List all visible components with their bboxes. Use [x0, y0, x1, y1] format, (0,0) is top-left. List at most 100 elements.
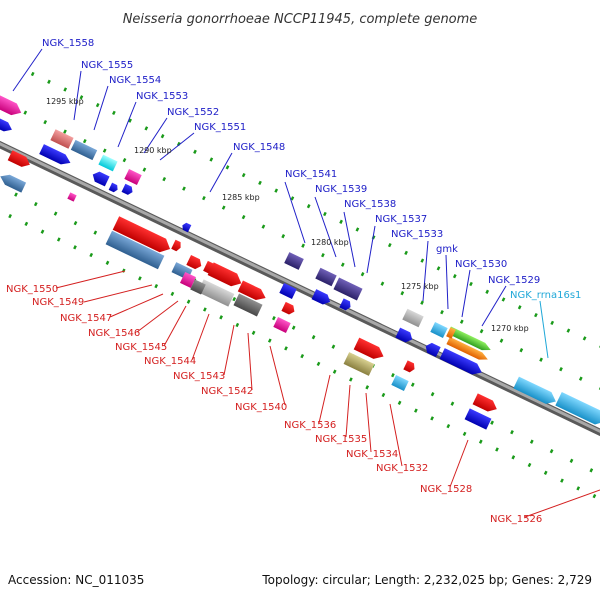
tick-mark: [73, 245, 77, 250]
gene-label[interactable]: NGK_1545: [115, 342, 167, 353]
gene-label[interactable]: NGK_1526: [490, 514, 542, 525]
gene-arrow[interactable]: [281, 301, 296, 316]
gene-label[interactable]: NGK_1529: [488, 275, 540, 286]
gene-arrow[interactable]: [171, 239, 183, 252]
gene-label[interactable]: gmk: [436, 244, 458, 255]
tick-mark: [578, 376, 583, 381]
tick-mark: [219, 315, 223, 320]
gene-arrow[interactable]: [391, 375, 409, 391]
gene-label[interactable]: NGK_1547: [60, 313, 112, 324]
gene-arrow[interactable]: [311, 289, 333, 307]
gene-arrow[interactable]: [179, 271, 197, 289]
gene-label[interactable]: NGK_rrna16s1: [510, 290, 581, 301]
gene-label[interactable]: NGK_1553: [136, 91, 188, 102]
gene-arrow[interactable]: [39, 144, 73, 168]
tick-mark: [300, 353, 305, 359]
gene-label[interactable]: NGK_1546: [88, 328, 140, 339]
gene-arrow[interactable]: [7, 150, 33, 169]
gene-arrow[interactable]: [121, 183, 135, 196]
gene-arrow[interactable]: [343, 352, 375, 376]
gene-arrow[interactable]: [105, 230, 165, 270]
gene-arrow[interactable]: [464, 408, 492, 430]
gene-arrow[interactable]: [186, 255, 203, 271]
gene-arrow[interactable]: [402, 308, 424, 328]
gene-label[interactable]: NGK_1549: [32, 297, 84, 308]
gene-arrow[interactable]: [67, 192, 77, 202]
tick-mark: [592, 493, 597, 499]
gene-label[interactable]: NGK_1540: [235, 402, 287, 413]
gene-label[interactable]: NGK_1538: [344, 199, 396, 210]
gene-label[interactable]: NGK_1532: [376, 463, 428, 474]
gene-label[interactable]: NGK_1536: [284, 420, 336, 431]
gene-arrow[interactable]: [513, 376, 558, 408]
tick-mark: [501, 297, 506, 302]
gene-label[interactable]: NGK_1544: [144, 356, 196, 367]
gene-arrow[interactable]: [70, 139, 98, 161]
gene-arrow[interactable]: [333, 277, 363, 301]
gene-arrow[interactable]: [279, 283, 297, 299]
tick-mark: [232, 296, 237, 302]
gene-arrow[interactable]: [190, 279, 206, 295]
gene-label[interactable]: NGK_1548: [233, 142, 285, 153]
gene-arrow[interactable]: [284, 252, 304, 270]
tick-mark: [8, 213, 12, 219]
gene-arrow[interactable]: [98, 154, 118, 172]
tick-mark: [576, 486, 581, 491]
gene-label[interactable]: NGK_1537: [375, 214, 427, 225]
gene-arrow[interactable]: [112, 216, 174, 255]
gene-label[interactable]: NGK_1542: [201, 386, 253, 397]
gene-label[interactable]: NGK_1541: [285, 169, 337, 180]
gene-arrow[interactable]: [395, 327, 414, 345]
tick-mark: [381, 392, 386, 398]
gene-arrow[interactable]: [108, 182, 120, 194]
gene-label[interactable]: NGK_1551: [194, 122, 246, 133]
gene-arrow[interactable]: [472, 393, 500, 414]
gene-arrow[interactable]: [353, 337, 387, 363]
gene-arrow[interactable]: [315, 267, 337, 287]
gene-label[interactable]: NGK_1533: [391, 229, 443, 240]
gene-arrow[interactable]: [50, 129, 74, 149]
tick-mark: [462, 431, 467, 437]
gene-arrow[interactable]: [430, 322, 448, 338]
gene-arrow[interactable]: [273, 317, 291, 333]
gene-arrow[interactable]: [555, 392, 600, 428]
gene-label[interactable]: NGK_1535: [315, 434, 367, 445]
leader-line: [143, 117, 168, 154]
gene-arrow[interactable]: [0, 115, 14, 135]
gene-arrow[interactable]: [237, 280, 268, 304]
gene-arrow[interactable]: [439, 348, 485, 378]
gene-label[interactable]: NGK_1539: [315, 184, 367, 195]
gene-label[interactable]: NGK_1543: [173, 371, 225, 382]
gene-arrow[interactable]: [423, 341, 441, 357]
tick-mark: [569, 458, 574, 463]
gene-arrow[interactable]: [0, 171, 27, 193]
gene-arrow[interactable]: [90, 170, 110, 187]
gene-arrow[interactable]: [124, 169, 142, 185]
tick-mark: [331, 344, 336, 349]
gene-arrow[interactable]: [181, 222, 192, 233]
gene-label[interactable]: NGK_1555: [81, 60, 133, 71]
tick-mark: [321, 253, 325, 258]
gene-arrow[interactable]: [339, 298, 352, 311]
leader-line: [269, 345, 286, 406]
tick-mark: [186, 299, 191, 304]
gene-arrow[interactable]: [446, 336, 489, 363]
gene-label[interactable]: NGK_1552: [167, 107, 219, 118]
gene-arrow[interactable]: [0, 91, 24, 118]
gene-label[interactable]: NGK_1534: [346, 449, 398, 460]
gene-arrow[interactable]: [403, 360, 416, 373]
leader-line: [389, 403, 403, 467]
tick-mark: [261, 224, 266, 229]
gene-label[interactable]: NGK_1554: [109, 75, 161, 86]
gene-label[interactable]: NGK_1550: [6, 284, 58, 295]
gene-arrow[interactable]: [233, 293, 263, 317]
gene-arrow[interactable]: [197, 279, 235, 307]
gene-arrow[interactable]: [207, 262, 245, 289]
gene-label[interactable]: NGK_1530: [455, 259, 507, 270]
gene-arrow[interactable]: [447, 326, 493, 353]
tick-mark: [281, 234, 286, 239]
gene-label[interactable]: NGK_1528: [420, 484, 472, 495]
gene-arrow[interactable]: [446, 327, 456, 339]
tick-mark: [23, 110, 28, 115]
gene-label[interactable]: NGK_1558: [42, 38, 94, 49]
